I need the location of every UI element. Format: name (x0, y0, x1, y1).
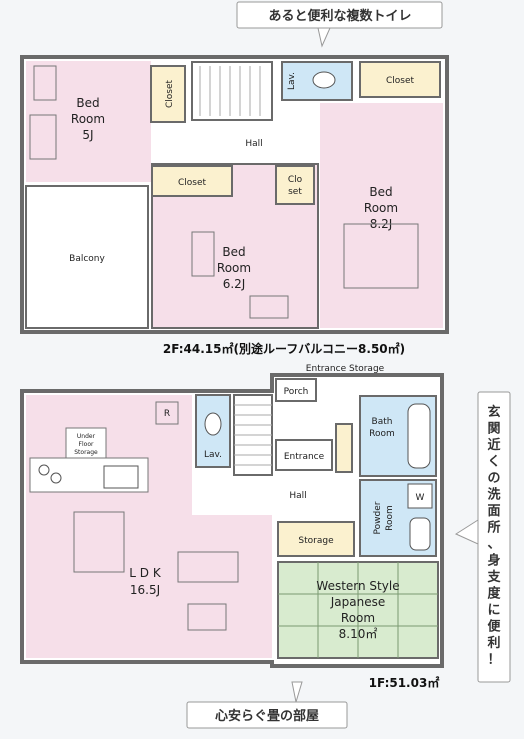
japanese-line3: Room (341, 611, 375, 625)
callout-top-text: あると便利な複数トイレ (268, 8, 411, 24)
floor-1: Entrance Storage L D K 16.5J Under Floor… (20, 364, 444, 668)
underfloor-line1: Under (77, 433, 96, 440)
porch (275, 378, 317, 402)
porch-label: Porch (284, 387, 309, 397)
bedroom-5j-line1: Bed (76, 96, 99, 110)
bedroom-6j-line2: Room (217, 261, 251, 275)
closet-b (359, 61, 441, 98)
underfloor-line3: Storage (74, 449, 98, 456)
washer-box (407, 483, 433, 509)
hall-1f-label: Hall (289, 491, 306, 501)
washbasin-icon (409, 517, 431, 551)
storage-label: Storage (298, 536, 334, 546)
stairs-2f (191, 61, 273, 121)
kitchen-counter (29, 457, 149, 493)
bathtub-icon (407, 403, 431, 469)
entrance-storage-label: Entrance Storage (306, 364, 385, 374)
hall-1f (196, 478, 356, 510)
r-mark: R (164, 409, 170, 419)
storage (277, 521, 355, 557)
bedroom-6j-line1: Bed (222, 245, 245, 259)
callout-tatami: 心安らぐ畳の部屋 (186, 681, 348, 729)
lav-2f-label: Lav. (287, 72, 297, 90)
entrance (275, 439, 333, 471)
toilet-2f-icon (312, 71, 336, 89)
bedroom-5j-line3: 5J (82, 128, 93, 142)
powder-line2: Room (385, 505, 395, 531)
ldk-line2: 16.5J (130, 583, 160, 597)
japanese-line4: 8.10㎡ (339, 627, 378, 641)
hall-2f (192, 122, 318, 162)
toilet-1f-icon (204, 412, 222, 436)
callout-toilets: あると便利な複数トイレ (236, 1, 443, 48)
shoe-storage (335, 423, 353, 473)
low-table-icon (187, 603, 227, 631)
bathroom-line1: Bath (372, 417, 393, 427)
bedroom-6j-line3: 6.2J (223, 277, 246, 291)
stove-icon-2 (50, 472, 62, 484)
closet-d (275, 165, 315, 205)
bed-6j-icon (191, 231, 215, 277)
closet-c-label: Closet (178, 178, 207, 188)
japanese-line1: Western Style (316, 579, 399, 593)
stairs-1f (233, 394, 273, 476)
balcony (25, 185, 149, 329)
underfloor-line2: Floor (79, 441, 94, 448)
powder-line1: Powder (373, 501, 383, 534)
bed-8j-icon (343, 223, 419, 289)
floor1-area: 1F:51.03㎡ (369, 675, 440, 690)
closet-a-label: Closet (165, 80, 175, 109)
bedroom-8j-line2: Room (364, 201, 398, 215)
w-mark: W (416, 493, 425, 503)
closet-b-label: Closet (386, 76, 415, 86)
desk-6j-icon (249, 295, 289, 319)
japanese-room (277, 561, 439, 659)
japanese-line2: Japanese (330, 595, 386, 609)
lav-1f-label: Lav. (204, 450, 222, 460)
bed-5j-icon (29, 114, 57, 160)
closet-d-line1: Clo (288, 175, 303, 185)
bedroom-8j-line1: Bed (369, 185, 392, 199)
callout-right-text: 玄関近くの洗面所、身支度に便利！ (486, 404, 501, 668)
ldk-line1: L D K (129, 566, 162, 580)
underfloor-storage (65, 427, 107, 461)
sofa-icon (177, 551, 239, 583)
sink-icon (103, 465, 139, 489)
floor2-area: 2F:44.15㎡(別途ルーフバルコニー8.50㎡) (163, 341, 405, 356)
bedroom-5j-line2: Room (71, 112, 105, 126)
floor-2: Bed Room 5J Closet DN Lav. Hall Closet B… (20, 55, 449, 334)
closet-c (151, 165, 233, 197)
desk-5j-icon (33, 65, 57, 101)
callout-powder: 玄関近くの洗面所、身支度に便利！ (454, 391, 511, 683)
bathroom-line2: Room (369, 429, 395, 439)
balcony-label: Balcony (69, 254, 105, 264)
hall-2f-label: Hall (245, 139, 262, 149)
entrance-label: Entrance (284, 452, 325, 462)
dining-table-icon (73, 511, 125, 573)
closet-a (150, 65, 186, 123)
closet-d-line2: set (288, 187, 302, 197)
stove-icon (38, 464, 50, 476)
ventilation-box (155, 401, 179, 425)
bedroom-8j (320, 103, 443, 328)
callout-bottom-text: 心安らぐ畳の部屋 (215, 708, 319, 724)
bedroom-5j (26, 61, 151, 182)
